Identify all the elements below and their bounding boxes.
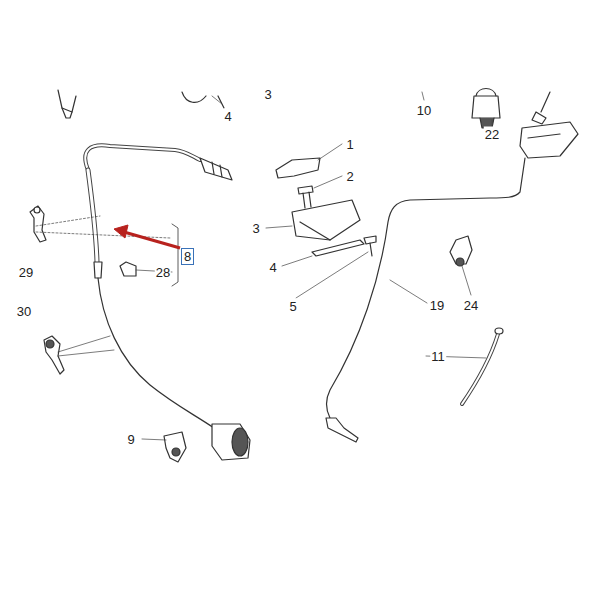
callout-number: 4 bbox=[223, 109, 232, 124]
callout-number: 1 bbox=[345, 137, 354, 152]
callout-number: 24 bbox=[463, 298, 479, 313]
callout-number: 30 bbox=[16, 304, 32, 319]
callout-number: 22 bbox=[484, 127, 500, 142]
callout-number: 3 bbox=[251, 221, 260, 236]
callout-number: 28 bbox=[155, 265, 171, 280]
callout-number: 4 bbox=[268, 260, 277, 275]
callout-number: 29 bbox=[18, 265, 34, 280]
callout-number: 19 bbox=[429, 298, 445, 313]
callout-number: 8 bbox=[182, 249, 193, 264]
callout-box: 8 bbox=[181, 248, 194, 265]
callout-number: 5 bbox=[288, 299, 297, 314]
callout-number: 3 bbox=[263, 87, 272, 102]
callout-number: 10 bbox=[416, 103, 432, 118]
callout-number: 2 bbox=[345, 169, 354, 184]
callout-number: 11 bbox=[430, 349, 446, 364]
callout-number: 9 bbox=[126, 432, 135, 447]
